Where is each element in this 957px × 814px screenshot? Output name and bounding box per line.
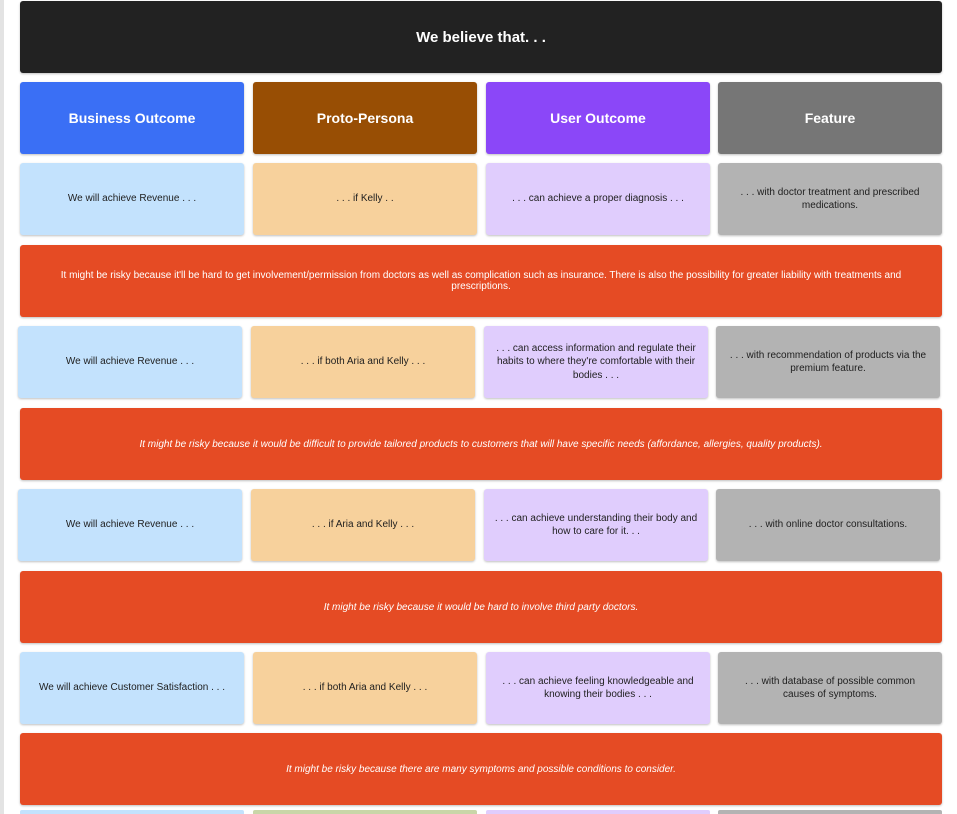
feature-card-peek <box>718 810 942 814</box>
proto-persona-card[interactable]: . . . if both Aria and Kelly . . . <box>251 326 475 398</box>
user-outcome-card[interactable]: . . . can achieve a proper diagnosis . .… <box>486 163 710 235</box>
header-business-outcome[interactable]: Business Outcome <box>20 82 244 154</box>
risk-statement[interactable]: It might be risky because there are many… <box>20 733 942 805</box>
proto-persona-card[interactable]: . . . if Aria and Kelly . . . <box>251 489 475 561</box>
business-outcome-card-peek <box>20 810 244 814</box>
proto-persona-card-peek <box>253 810 477 814</box>
feature-card[interactable]: . . . with doctor treatment and prescrib… <box>718 163 942 235</box>
header-feature[interactable]: Feature <box>718 82 942 154</box>
business-outcome-card[interactable]: We will achieve Revenue . . . <box>18 489 242 561</box>
feature-card[interactable]: . . . with online doctor consultations. <box>716 489 940 561</box>
header-user-outcome[interactable]: User Outcome <box>486 82 710 154</box>
feature-card[interactable]: . . . with database of possible common c… <box>718 652 942 724</box>
proto-persona-card[interactable]: . . . if Kelly . . <box>253 163 477 235</box>
board-title[interactable]: We believe that. . . <box>20 1 942 73</box>
risk-statement[interactable]: It might be risky because it'll be hard … <box>20 245 942 317</box>
risk-statement[interactable]: It might be risky because it would be di… <box>20 408 942 480</box>
left-edge-divider <box>0 0 4 814</box>
proto-persona-card[interactable]: . . . if both Aria and Kelly . . . <box>253 652 477 724</box>
business-outcome-card[interactable]: We will achieve Revenue . . . <box>20 163 244 235</box>
user-outcome-card[interactable]: . . . can achieve feeling knowledgeable … <box>486 652 710 724</box>
risk-statement[interactable]: It might be risky because it would be ha… <box>20 571 942 643</box>
user-outcome-card-peek <box>486 810 710 814</box>
feature-card[interactable]: . . . with recommendation of products vi… <box>716 326 940 398</box>
business-outcome-card[interactable]: We will achieve Revenue . . . <box>18 326 242 398</box>
business-outcome-card[interactable]: We will achieve Customer Satisfaction . … <box>20 652 244 724</box>
header-proto-persona[interactable]: Proto-Persona <box>253 82 477 154</box>
user-outcome-card[interactable]: . . . can achieve understanding their bo… <box>484 489 708 561</box>
user-outcome-card[interactable]: . . . can access information and regulat… <box>484 326 708 398</box>
